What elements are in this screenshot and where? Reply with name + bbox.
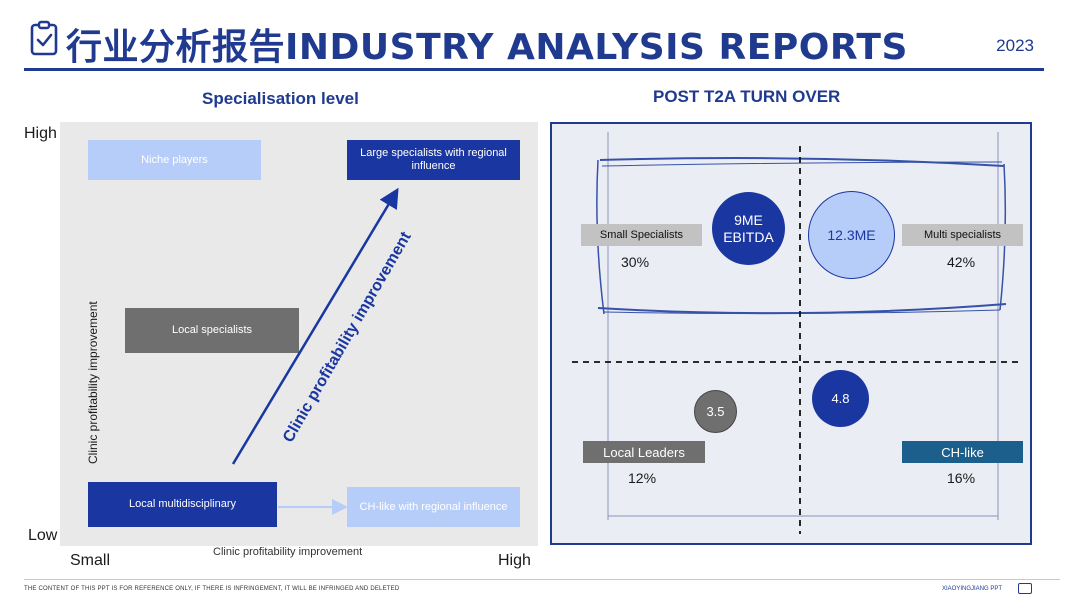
y-low-label: Low — [28, 527, 58, 544]
local-leaders-pct: 12% — [628, 470, 657, 486]
box-large-specialists: Large specialists with regional influenc… — [347, 140, 520, 180]
brand-logo-icon — [1018, 583, 1032, 594]
x-high-label: High — [498, 552, 531, 569]
page-title: 行业分析报告INDUSTRY ANALYSIS REPORTS — [66, 27, 908, 68]
box-local-multidisciplinary: Local multidisciplinary — [88, 482, 277, 527]
ebitda-circle: 9ME EBITDA — [712, 192, 785, 265]
local-leaders-circle: 3.5 — [694, 390, 737, 433]
multi-specialists-label: Multi specialists — [902, 224, 1023, 246]
box-niche-players: Niche players — [88, 140, 261, 180]
box-local-specialists: Local specialists — [125, 308, 299, 353]
specialisation-title: Specialisation level — [202, 89, 359, 108]
footer-divider — [24, 579, 1060, 580]
diagonal-arrow — [231, 187, 399, 465]
matrix-arrows — [231, 187, 399, 515]
y-high-label: High — [24, 125, 57, 142]
turnover-panel — [550, 122, 1032, 545]
ebitda-label: EBITDA — [723, 228, 774, 245]
turnover-title: POST T2A TURN OVER — [653, 87, 841, 106]
local-leaders-label: Local Leaders — [583, 441, 705, 463]
x-axis-title: Clinic profitability improvement — [213, 546, 363, 558]
header-divider — [24, 68, 1044, 71]
chlike-label: CH-like — [902, 441, 1023, 463]
chlike-circle: 4.8 — [812, 370, 869, 427]
multi-specialists-circle: 12.3ME — [808, 191, 895, 279]
box-chlike-regional: CH-like with regional influence — [347, 487, 520, 527]
ebitda-value: 9ME — [734, 211, 763, 228]
footer-disclaimer: THE CONTENT OF THIS PPT IS FOR REFERENCE… — [24, 586, 400, 592]
year-label: 2023 — [996, 36, 1034, 55]
small-specialists-label: Small Specialists — [581, 224, 702, 246]
multi-specialists-pct: 42% — [947, 254, 976, 270]
clipboard-icon — [28, 20, 60, 56]
x-small-label: Small — [70, 552, 111, 569]
footer-brand: XIAOYINGJIANG PPT — [942, 586, 1003, 592]
chlike-pct: 16% — [947, 470, 976, 486]
small-specialists-pct: 30% — [621, 254, 650, 270]
